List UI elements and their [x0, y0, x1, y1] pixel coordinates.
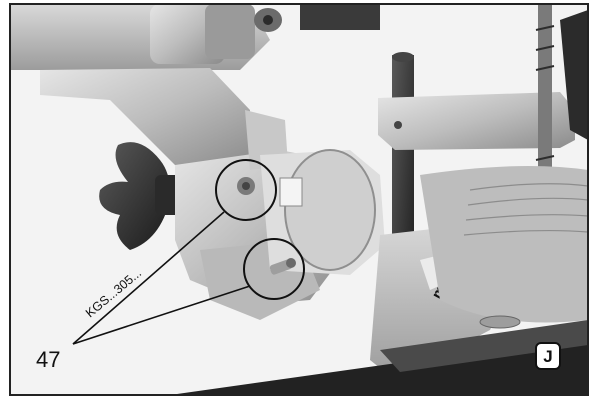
panel-letter: J — [543, 347, 552, 366]
model-label-bg — [75, 241, 169, 323]
grease-nipple — [269, 258, 296, 275]
panel-letter-badge: J — [535, 342, 561, 370]
motor-collar — [260, 149, 385, 275]
leader-line-upper — [72, 211, 225, 345]
leader-line-lower — [72, 285, 251, 345]
base-edge — [380, 320, 588, 372]
figure-frame — [9, 3, 589, 396]
turntable — [420, 166, 588, 329]
rear-bracket — [560, 10, 588, 140]
clamp-arm — [378, 92, 575, 150]
callout-circle-upper — [215, 159, 277, 221]
callout-number: 47 — [36, 347, 60, 372]
upper-arm — [10, 4, 380, 170]
callout-circle-lower — [243, 238, 305, 300]
product-photo: metabo — [10, 4, 588, 395]
screw — [237, 177, 255, 195]
